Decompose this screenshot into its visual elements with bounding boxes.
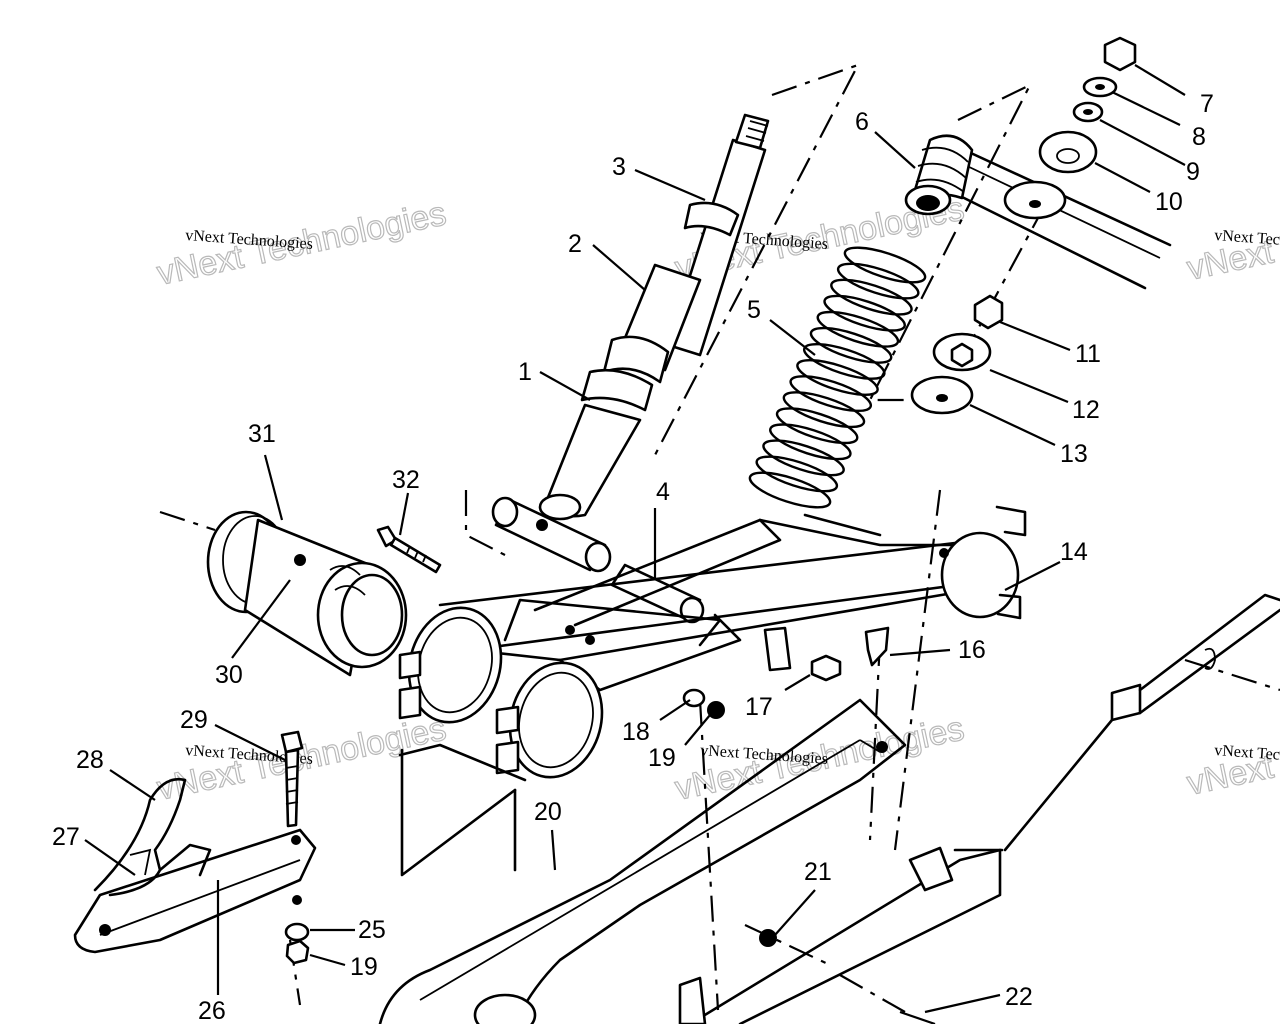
spring-coil — [755, 455, 839, 493]
callout-labels: 1 2 3 4 5 6 7 8 9 10 11 12 13 14 16 17 1… — [52, 90, 1214, 1024]
spring-coil — [762, 439, 845, 477]
spring-coil — [775, 407, 859, 445]
spring-coil — [836, 262, 920, 300]
shock-absorber — [538, 113, 770, 521]
callout-21: 21 — [804, 858, 832, 886]
spring-coil — [789, 375, 873, 413]
shock-mount-pin — [491, 496, 705, 624]
watermark-lower-center: vNext Technologies vNext Technologies — [671, 709, 968, 809]
pivot-shaft — [206, 510, 408, 677]
callout-13: 13 — [1060, 440, 1088, 468]
right-rail — [678, 593, 1280, 1024]
callout-14: 14 — [1060, 538, 1088, 566]
callout-12: 12 — [1072, 396, 1100, 424]
callout-19-upper: 19 — [648, 744, 676, 772]
callout-27: 27 — [52, 823, 80, 851]
watermark-left: vNext Technologies vNext Technologies — [153, 194, 450, 294]
spring-coil — [769, 423, 852, 461]
callout-9: 9 — [1186, 158, 1200, 186]
callout-11: 11 — [1075, 340, 1101, 368]
spring-coil — [748, 471, 832, 509]
callout-8: 8 — [1192, 123, 1206, 151]
spring-coil — [809, 326, 893, 364]
callout-25: 25 — [358, 916, 386, 944]
callout-20: 20 — [534, 798, 562, 826]
callout-29: 29 — [180, 706, 208, 734]
spring-coil — [782, 391, 866, 429]
watermark-lower-right: vNext Technologies vNext Technologies — [1183, 704, 1280, 804]
callout-18: 18 — [622, 718, 650, 746]
slide-rail — [378, 698, 907, 1024]
callout-26: 26 — [198, 997, 226, 1024]
bumper-bracket — [73, 730, 317, 965]
watermark-right: vNext Technologies vNext Technologies — [1183, 189, 1280, 289]
callout-19-lower: 19 — [350, 953, 378, 981]
leader-lines — [84, 64, 1186, 1024]
spring-coil — [816, 310, 900, 348]
callout-1: 1 — [518, 358, 532, 386]
spring-coil — [830, 278, 913, 316]
callout-3: 3 — [612, 153, 626, 181]
mount-hardware-stack — [910, 36, 1137, 415]
bolt-32 — [376, 525, 442, 574]
callout-6: 6 — [855, 108, 869, 136]
callout-4: 4 — [656, 478, 670, 506]
callout-16: 16 — [958, 636, 986, 664]
callout-30: 30 — [215, 661, 243, 689]
spring-coil — [843, 246, 927, 284]
swing-arm-rings — [398, 606, 604, 779]
callout-7: 7 — [1200, 90, 1214, 118]
callout-31: 31 — [248, 420, 276, 448]
small-hardware — [682, 626, 890, 719]
callout-28: 28 — [76, 746, 104, 774]
spring-retainer — [904, 134, 974, 216]
spring-coil — [823, 294, 906, 332]
spring-coil — [802, 342, 886, 380]
callout-5: 5 — [747, 296, 761, 324]
coil-spring — [748, 246, 927, 509]
callout-17: 17 — [745, 693, 773, 721]
spring-coil — [796, 359, 879, 396]
callout-2: 2 — [568, 230, 582, 258]
callout-10: 10 — [1155, 188, 1183, 216]
callout-32: 32 — [392, 466, 420, 494]
callout-22: 22 — [1005, 983, 1033, 1011]
